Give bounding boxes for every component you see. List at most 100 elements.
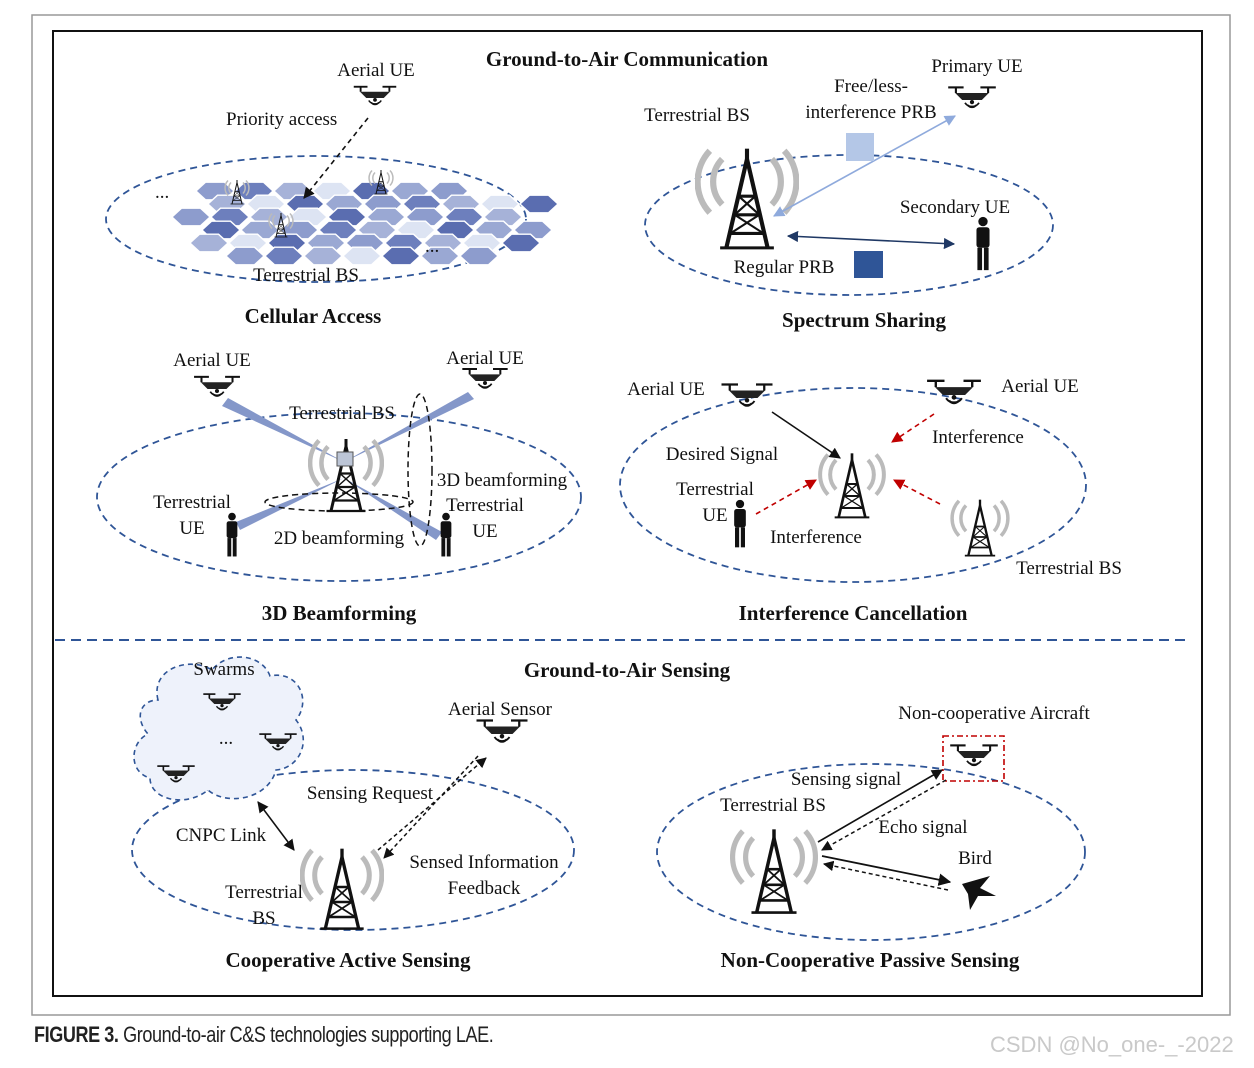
hex-cell xyxy=(381,246,421,266)
feedback-label-line2: Feedback xyxy=(448,878,521,899)
ic-aerial-right-label: Aerial UE xyxy=(1001,376,1079,397)
drone-icon xyxy=(925,379,983,405)
regular-prb-link xyxy=(786,230,956,250)
bird-echo-arrow xyxy=(822,860,949,891)
cooperative-ellipse xyxy=(131,769,575,931)
beam-3d-label: 3D beamforming xyxy=(437,470,568,491)
cnpc-link-label: CNPC Link xyxy=(176,825,267,846)
bird-label: Bird xyxy=(958,848,992,869)
tower-icon xyxy=(820,453,884,517)
spectrum-ellipse xyxy=(644,154,1054,296)
interference-ellipse xyxy=(619,387,1087,583)
ellipsis-label: ... xyxy=(425,236,439,257)
hex-cell xyxy=(171,207,211,227)
beamforming-panel: Aerial UE Aerial UE Terrestrial BS 3D be… xyxy=(96,348,582,625)
inner-frame xyxy=(52,30,1203,997)
figure-canvas: Ground-to-Air Communication Ground-to-Ai… xyxy=(31,14,1231,1016)
coop-bs-line1: Terrestrial xyxy=(225,882,303,903)
cnpc-link-arrow xyxy=(257,801,295,851)
hex-cell xyxy=(501,233,541,253)
regular-prb-square xyxy=(854,251,883,278)
caption-text: Ground-to-air C&S technologies supportin… xyxy=(118,1022,494,1047)
bird-signal-arrow xyxy=(821,855,952,886)
beam-right-ue-line2: UE xyxy=(472,521,497,542)
noncooperative-sensing-title: Non-Cooperative Passive Sensing xyxy=(721,948,1020,972)
beam-2d-label: 2D beamforming xyxy=(274,528,405,549)
priority-access-label: Priority access xyxy=(226,109,337,130)
beamforming-title: 3D Beamforming xyxy=(262,601,417,625)
beam-right-ue-line1: Terrestrial xyxy=(446,495,524,516)
feedback-arrow xyxy=(383,755,479,859)
free-prb-label-line2: interference PRB xyxy=(805,102,936,123)
spectrum-bs-label: Terrestrial BS xyxy=(644,105,750,126)
swarm-ellipsis: ... xyxy=(219,728,233,749)
priority-access-arrow xyxy=(303,117,369,199)
beam-3d-ring xyxy=(407,393,433,547)
interference-arrow-top xyxy=(891,413,935,443)
sensing-title: Ground-to-Air Sensing xyxy=(524,658,731,682)
echo-signal-label: Echo signal xyxy=(878,817,967,838)
outer-frame xyxy=(31,14,1231,1016)
swarms-label: Swarms xyxy=(193,659,254,680)
drone-icon xyxy=(192,375,242,398)
interference-panel: Aerial UE Aerial UE Desired Signal Inter… xyxy=(619,376,1122,625)
secondary-ue-label: Secondary UE xyxy=(900,197,1010,218)
beamforming-ellipse xyxy=(96,412,582,582)
aerial-sensor-label: Aerial Sensor xyxy=(448,699,553,720)
interference-arrow-bs xyxy=(893,479,941,505)
regular-prb-label: Regular PRB xyxy=(734,257,835,278)
swarm-cloud xyxy=(133,656,305,801)
person-icon xyxy=(976,216,990,271)
person-icon xyxy=(226,512,238,557)
beam-to-right-ue xyxy=(344,478,442,540)
interference-title: Interference Cancellation xyxy=(739,601,968,625)
hex-cell xyxy=(519,194,559,214)
beam-bs-label: Terrestrial BS xyxy=(289,403,395,424)
interference-top-label: Interference xyxy=(932,427,1024,448)
cellular-access-panel: Aerial UE Priority access ... ... Terres… xyxy=(105,60,559,328)
drone-icon xyxy=(947,86,997,109)
desired-signal-arrow xyxy=(771,411,841,459)
interference-arrow-ue xyxy=(755,479,817,515)
desired-signal-label: Desired Signal xyxy=(666,444,778,465)
tower-icon xyxy=(698,149,797,248)
tower-icon xyxy=(733,829,816,912)
drone-icon xyxy=(352,85,398,106)
cellular-ellipse xyxy=(105,155,527,283)
cellular-access-title: Cellular Access xyxy=(245,304,382,328)
aircraft-label: Non-cooperative Aircraft xyxy=(898,703,1090,724)
spectrum-sharing-panel: Terrestrial BS Primary UE Free/less- int… xyxy=(644,56,1054,332)
caption-label: FIGURE 3. xyxy=(34,1022,119,1047)
figure-caption: FIGURE 3. Ground-to-air C&S technologies… xyxy=(34,1022,494,1048)
hex-cell xyxy=(459,246,499,266)
noncoop-bs-label: Terrestrial BS xyxy=(720,795,826,816)
sensing-signal-label: Sensing signal xyxy=(791,769,901,790)
spectrum-sharing-title: Spectrum Sharing xyxy=(782,308,946,332)
ic-aerial-left-label: Aerial UE xyxy=(627,379,705,400)
drone-icon xyxy=(949,744,999,767)
antenna-array-icon xyxy=(336,451,354,467)
ic-ue-line1: Terrestrial xyxy=(676,479,754,500)
cellular-aerial-ue-label: Aerial UE xyxy=(337,60,415,81)
communication-title: Ground-to-Air Communication xyxy=(486,47,768,71)
noncooperative-ellipse xyxy=(656,763,1086,941)
sensing-request-label: Sensing Request xyxy=(307,783,434,804)
tower-icon xyxy=(950,497,1010,558)
echo-signal-arrow xyxy=(821,779,947,851)
coop-bs-line2: BS xyxy=(252,908,275,929)
free-prb-label-line1: Free/less- xyxy=(834,76,908,97)
drone-icon xyxy=(475,719,529,743)
hex-cell xyxy=(342,246,382,266)
cooperative-sensing-panel: Swarms ... Aerial Sensor Sensing Request… xyxy=(131,656,575,972)
interference-bottom-label: Interference xyxy=(770,527,862,548)
tower-icon xyxy=(302,849,382,929)
noncooperative-sensing-panel: Non-cooperative Aircraft Sensing signal … xyxy=(656,703,1090,972)
sensing-signal-arrow xyxy=(817,769,943,843)
beam-left-ue-line2: UE xyxy=(179,518,204,539)
watermark: CSDN @No_one-_-2022 xyxy=(990,1032,1234,1057)
hex-cell xyxy=(303,246,343,266)
ic-bs-label: Terrestrial BS xyxy=(1016,558,1122,579)
target-box xyxy=(942,735,1005,782)
hex-cell xyxy=(264,246,304,266)
beam-aerial-left-label: Aerial UE xyxy=(173,350,251,371)
